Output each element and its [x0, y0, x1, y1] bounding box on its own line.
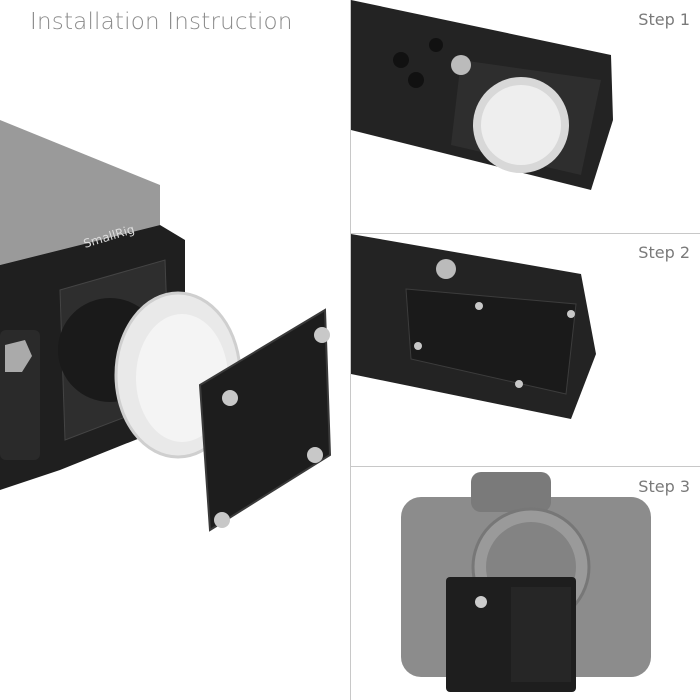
step-1-illustration: [351, 0, 613, 190]
step-3-label: Step 3: [638, 477, 690, 496]
page-title: Installation Instruction: [30, 9, 293, 35]
horizontal-divider: [351, 233, 700, 234]
vertical-divider: [350, 0, 351, 700]
step-1-label: Step 1: [638, 10, 690, 29]
exploded-view-illustration: SmallRig: [0, 120, 332, 532]
horizontal-divider: [351, 466, 700, 467]
step-3-illustration: [401, 472, 651, 692]
step-2-label: Step 2: [638, 243, 690, 262]
step-2-illustration: [351, 234, 596, 419]
